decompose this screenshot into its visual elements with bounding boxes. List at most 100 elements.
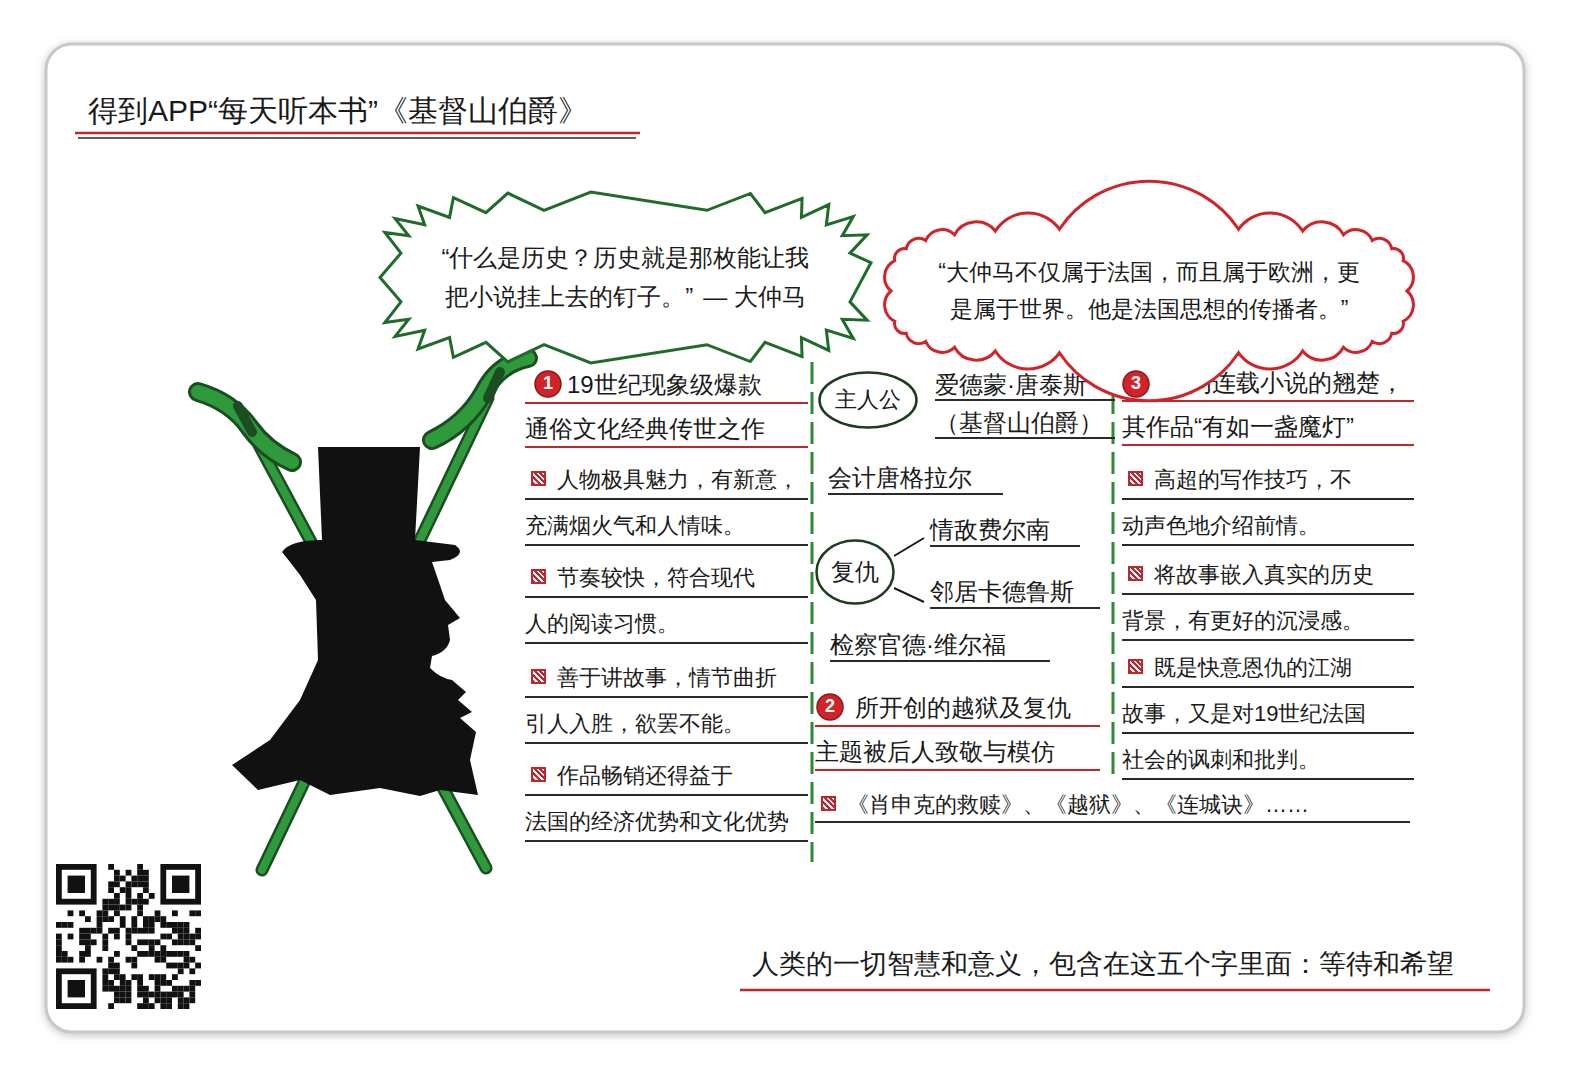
node-text: 复仇 — [831, 558, 879, 585]
bullet-text: 节奏较快，符合现代 人的阅读习惯。 — [525, 555, 808, 647]
qr-module — [114, 968, 120, 974]
qr-module — [189, 992, 195, 998]
qr-module — [195, 945, 201, 951]
qr-module — [56, 934, 62, 940]
qr-module — [56, 951, 62, 957]
qr-module — [137, 905, 143, 911]
qr-finder — [68, 980, 85, 997]
qr-module — [79, 951, 85, 957]
node-text: “大仲马不仅属于法国，而且属于欧洲，更 是属于世界。他是法国思想的传播者。” — [938, 259, 1360, 322]
qr-module — [178, 963, 184, 969]
qr-module — [172, 951, 178, 957]
title-underline — [78, 137, 636, 139]
qr-module — [149, 893, 155, 899]
node-text: 主人公 — [835, 387, 901, 412]
qr-module — [178, 968, 184, 974]
qr-module — [184, 963, 190, 969]
qr-module — [79, 957, 85, 963]
section-heading: 19世纪现象级爆款 通俗文化经典传世之作 — [525, 363, 808, 451]
qr-module — [102, 916, 108, 922]
bullet-text: 作品畅销还得益于 法国的经济优势和文化优势 — [525, 753, 808, 845]
qr-finder — [163, 867, 198, 902]
qr-module — [68, 922, 74, 928]
qr-module — [114, 997, 120, 1003]
qr-module — [195, 928, 201, 934]
qr-module — [189, 939, 195, 945]
qr-module — [160, 951, 166, 957]
qr-finder — [68, 876, 85, 893]
qr-module — [143, 916, 149, 922]
leader-line — [894, 588, 924, 602]
spiky-outline — [380, 192, 871, 363]
qr-module — [137, 939, 143, 945]
qr-module — [126, 928, 132, 934]
qr-module — [62, 922, 68, 928]
qr-module — [120, 997, 126, 1003]
qr-module — [85, 928, 91, 934]
qr-module — [178, 922, 184, 928]
qr-module — [166, 951, 172, 957]
bullet-square — [1128, 566, 1143, 581]
qr-module — [166, 934, 172, 940]
qr-module — [143, 876, 149, 882]
qr-module — [166, 922, 172, 928]
qr-module — [114, 876, 120, 882]
section-heading: 所开创的越狱及复仇 主题被后人致敬与模仿 — [815, 686, 1100, 774]
qr-module — [137, 893, 143, 899]
qr-module — [178, 939, 184, 945]
qr-module — [137, 870, 143, 876]
qr-module — [143, 899, 149, 905]
bullet-square — [531, 471, 546, 486]
qr-module — [172, 910, 178, 916]
qr-module — [172, 928, 178, 934]
qr-module — [114, 928, 120, 934]
qr-module — [149, 951, 155, 957]
qr-module — [126, 997, 132, 1003]
qr-module — [85, 916, 91, 922]
qr-module — [172, 974, 178, 980]
qr-module — [126, 887, 132, 893]
node-content: “什么是历史？历史就是那枚能让我 把小说挂上去的钉子。”— 大仲马 — [420, 239, 831, 316]
qr-module — [166, 992, 172, 998]
qr-module — [155, 974, 161, 980]
bullet-square — [531, 767, 546, 782]
qr-module — [85, 951, 91, 957]
bullet-square — [531, 669, 546, 684]
qr-module — [155, 951, 161, 957]
callout-number: 3 — [1122, 370, 1150, 398]
qr-module — [102, 986, 108, 992]
qr-module — [126, 939, 132, 945]
qr-module — [108, 980, 114, 986]
qr-module — [160, 992, 166, 998]
qr-module — [172, 922, 178, 928]
qr-module — [114, 934, 120, 940]
qr-module — [160, 934, 166, 940]
caption-text: 人类的一切智慧和意义，包含在这五个字里面：等待和希望 — [752, 947, 1454, 982]
qr-module — [143, 939, 149, 945]
qr-module — [160, 945, 166, 951]
qr-module — [195, 934, 201, 940]
qr-module — [137, 951, 143, 957]
qr-module — [102, 974, 108, 980]
qr-module — [114, 870, 120, 876]
qr-module — [137, 1003, 143, 1009]
qr-module — [108, 887, 114, 893]
qr-module — [149, 974, 155, 980]
qr-module — [79, 928, 85, 934]
qr-module — [102, 910, 108, 916]
node-content: 复仇 — [831, 558, 879, 587]
qr-module — [108, 899, 114, 905]
node-text: 2 — [825, 696, 835, 716]
qr-module — [114, 963, 120, 969]
qr-module — [114, 974, 120, 980]
qr-module — [137, 974, 143, 980]
bullet-square — [821, 796, 836, 811]
qr-module — [184, 922, 190, 928]
qr-module — [143, 951, 149, 957]
qr-module — [178, 934, 184, 940]
quote-cloud-outline — [878, 216, 1420, 366]
qr-module — [172, 992, 178, 998]
qr-module — [56, 957, 62, 963]
character-name: 情敌费尔南 — [930, 510, 1080, 550]
node-text: 3 — [1131, 373, 1141, 393]
